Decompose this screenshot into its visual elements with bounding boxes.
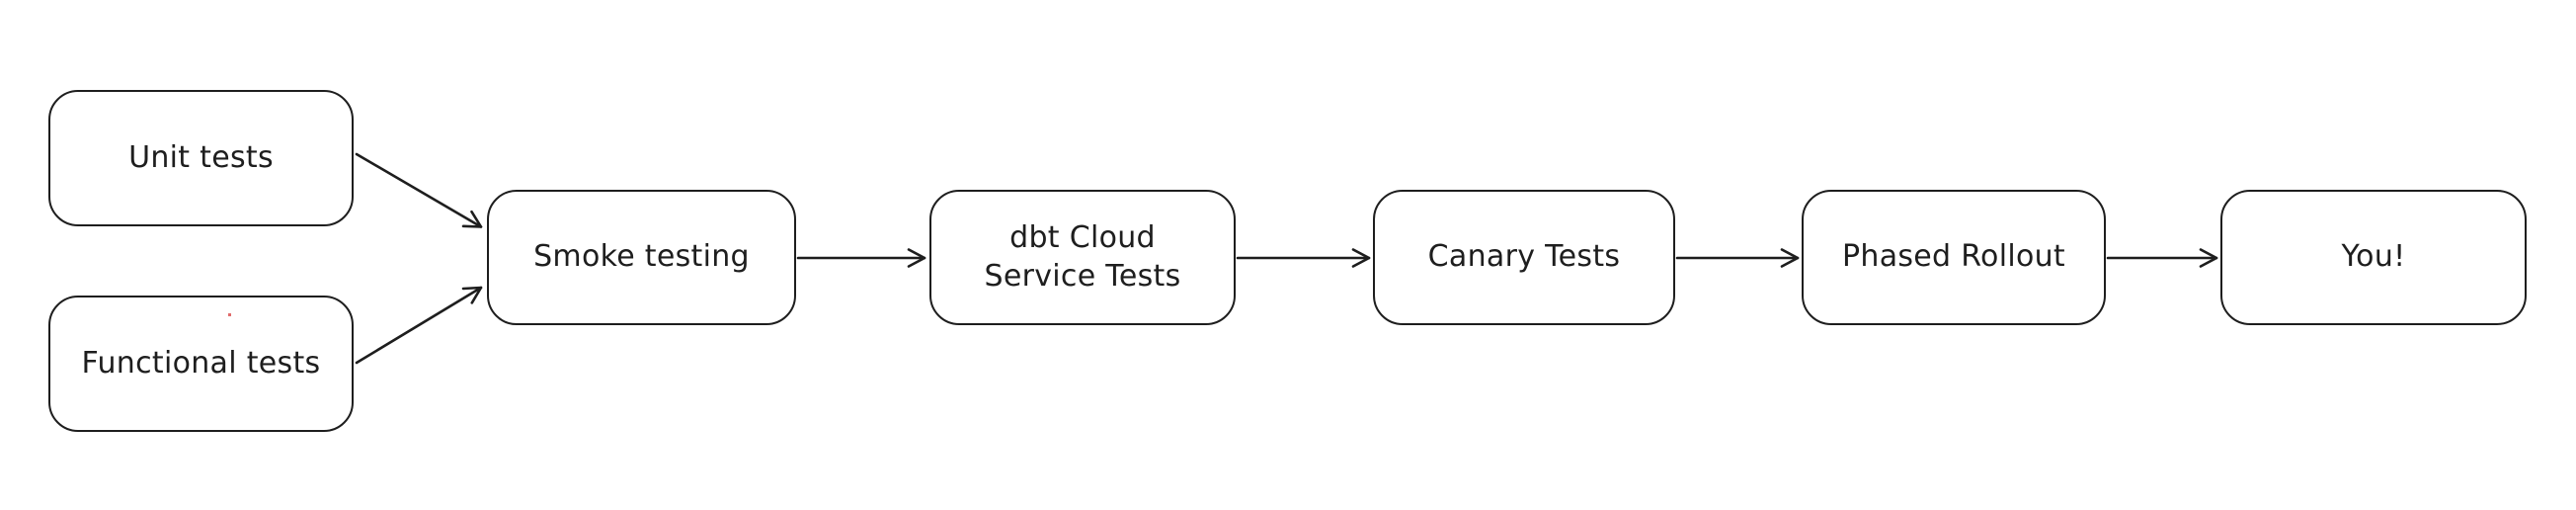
arrowhead-icon (461, 210, 483, 228)
node-unit-tests: Unit tests (48, 90, 354, 226)
node-label-dbt-cloud-service-tests: dbt Cloud Service Tests (984, 220, 1181, 294)
edge-canary-tests-to-phased-rollout (1675, 248, 1800, 268)
edge-functional-tests-to-smoke-testing (355, 286, 483, 365)
edge-phased-rollout-to-you (2106, 248, 2218, 268)
node-phased-rollout: Phased Rollout (1802, 190, 2106, 325)
node-label-you: You! (2341, 239, 2406, 275)
red-dot-artifact (228, 313, 231, 316)
arrowhead-icon (1351, 248, 1371, 268)
edge-smoke-testing-to-dbt-cloud-service-tests (796, 248, 926, 268)
node-smoke-testing: Smoke testing (487, 190, 796, 325)
arrowhead-icon (1780, 248, 1800, 268)
edge-line (355, 286, 483, 365)
node-label-unit-tests: Unit tests (128, 139, 274, 175)
node-label-smoke-testing: Smoke testing (533, 239, 750, 275)
node-canary-tests: Canary Tests (1373, 190, 1675, 325)
node-functional-tests: Functional tests (48, 296, 354, 432)
arrowhead-icon (907, 248, 926, 268)
node-you: You! (2220, 190, 2527, 325)
arrowhead-icon (461, 286, 483, 304)
arrowhead-icon (2199, 248, 2218, 268)
node-dbt-cloud-service-tests: dbt Cloud Service Tests (929, 190, 1236, 325)
edge-unit-tests-to-smoke-testing (355, 152, 483, 228)
node-label-canary-tests: Canary Tests (1427, 239, 1621, 275)
edge-line (355, 152, 483, 228)
edge-dbt-cloud-service-tests-to-canary-tests (1236, 248, 1371, 268)
node-label-phased-rollout: Phased Rollout (1841, 239, 2065, 275)
node-label-functional-tests: Functional tests (81, 345, 321, 381)
